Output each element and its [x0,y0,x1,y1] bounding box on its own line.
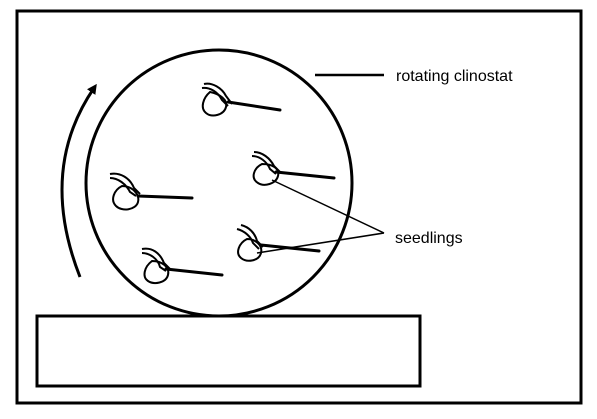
rotation-arrow [60,83,97,278]
seedling [201,82,282,117]
seedlings-leader-line [271,179,385,234]
clinostat-base [35,314,422,388]
seedling [141,247,224,284]
seedlings-leader-line [256,232,385,254]
clinostat-label: rotating clinostat [396,68,513,85]
seedlings-label: seedlings [395,230,463,247]
outer-frame [15,9,583,405]
seedling [109,172,194,211]
seedling [251,151,336,186]
